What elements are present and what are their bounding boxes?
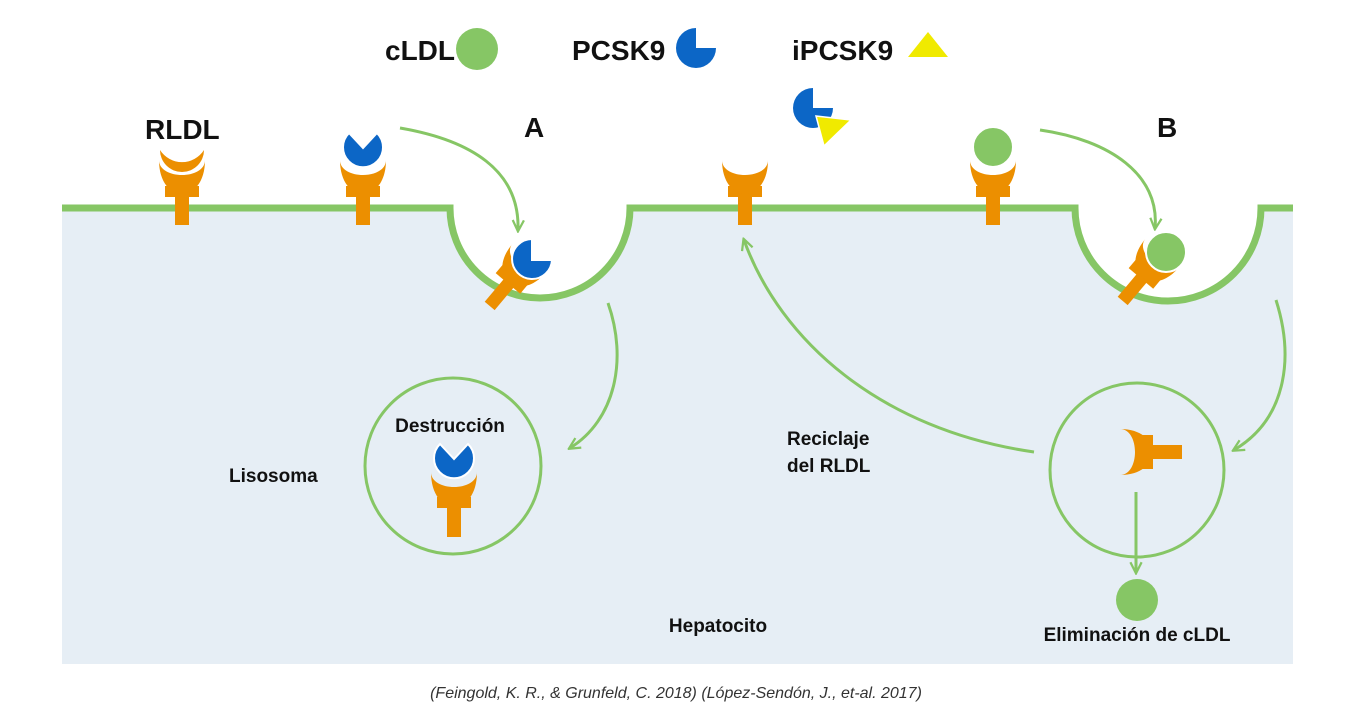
reciclaje-label-line1: Reciclaje: [787, 429, 869, 450]
reciclaje-label-line2: del RLDL: [787, 456, 871, 477]
hepatocito-label: Hepatocito: [669, 616, 767, 637]
panel-b-label: B: [1157, 112, 1177, 143]
arrow-to-lysosome: [570, 302, 619, 448]
arrow-cldl-internalization: [1039, 128, 1155, 228]
arrow-to-endosome: [1234, 299, 1287, 450]
ldl-receptor-cldl-bound: [970, 126, 1016, 225]
arrow-recycling: [744, 240, 1035, 454]
panel-a-label: A: [524, 112, 544, 143]
internalized-receptor-pcsk9: [484, 237, 554, 311]
recycled-ldl-receptor: [722, 160, 768, 225]
legend-ipcsk9-label: iPCSK9: [792, 35, 893, 66]
cell-membrane: [62, 204, 1293, 305]
lisosoma-label: Lisosoma: [229, 466, 318, 487]
arrow-pcsk9-internalization: [399, 126, 518, 230]
ldl-receptor-pcsk9-bound: [340, 131, 386, 225]
ipcsk9-legend-icon: [908, 32, 948, 57]
legend-cldl-label: cLDL: [385, 35, 455, 66]
pcsk9-legend-icon: [676, 28, 716, 68]
citation: (Feingold, K. R., & Grunfeld, C. 2018) (…: [430, 685, 922, 702]
endosome: [1048, 381, 1226, 559]
rldl-label: RLDL: [145, 114, 220, 145]
cldl-legend-icon: [456, 28, 498, 70]
destruccion-label: Destrucción: [395, 416, 505, 437]
pcsk9-ipcsk9-complex: [793, 88, 853, 148]
ldl-receptor-free: [158, 150, 206, 225]
internalized-receptor-cldl: [1117, 231, 1187, 306]
eliminacion-label: Eliminación de cLDL: [1044, 625, 1231, 646]
lysosome: [363, 376, 543, 556]
legend-pcsk9-label: PCSK9: [572, 35, 665, 66]
hepatocyte-cell: [62, 208, 1293, 664]
eliminated-cldl: [1116, 579, 1158, 621]
legend: cLDL PCSK9 iPCSK9: [385, 28, 948, 70]
